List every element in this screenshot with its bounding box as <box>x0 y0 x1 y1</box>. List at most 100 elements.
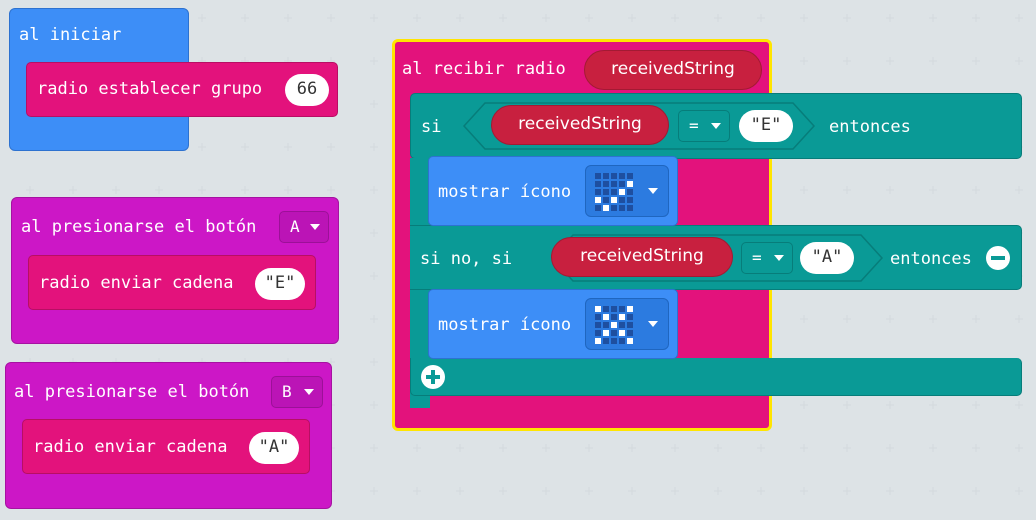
chevron-down-icon <box>648 188 658 194</box>
grid-mark <box>1015 444 1023 452</box>
show-icon-block-2[interactable]: mostrar ícono <box>428 289 678 359</box>
led-pixel <box>603 322 609 328</box>
led-pixel <box>611 205 617 211</box>
grid-mark <box>972 487 980 495</box>
operator-1-value: = <box>689 116 699 135</box>
then-label-2: entonces <box>890 249 972 269</box>
grid-mark <box>714 487 722 495</box>
on-start-label: al iniciar <box>19 25 122 45</box>
grid-mark <box>370 315 378 323</box>
grid-mark <box>542 487 550 495</box>
grid-mark <box>929 14 937 22</box>
yes-icon-dropdown[interactable] <box>585 165 669 217</box>
led-pixel <box>627 330 633 336</box>
grid-mark <box>843 487 851 495</box>
grid-mark <box>929 487 937 495</box>
led-pixel <box>619 205 625 211</box>
string-a-field[interactable]: "A" <box>249 432 299 464</box>
grid-mark <box>413 14 421 22</box>
grid-mark <box>155 186 163 194</box>
led-pixel <box>611 322 617 328</box>
grid-mark <box>929 444 937 452</box>
led-pixel <box>603 181 609 187</box>
grid-mark <box>929 57 937 65</box>
grid-mark <box>714 14 722 22</box>
grid-mark <box>585 444 593 452</box>
grid-mark <box>757 487 765 495</box>
led-pixel <box>627 181 633 187</box>
grid-mark <box>456 444 464 452</box>
button-b-dropdown[interactable]: B <box>271 376 323 408</box>
grid-mark <box>284 186 292 194</box>
grid-mark <box>800 401 808 409</box>
grid-mark <box>929 401 937 409</box>
grid-mark <box>542 14 550 22</box>
button-b-label: al presionarse el botón <box>14 382 250 402</box>
led-pixel <box>595 205 601 211</box>
operator-dropdown-1[interactable]: = <box>678 110 730 142</box>
grid-mark <box>585 14 593 22</box>
grid-mark <box>671 14 679 22</box>
yes-icon <box>594 172 634 212</box>
grid-mark <box>198 186 206 194</box>
grid-mark <box>800 315 808 323</box>
grid-mark <box>628 14 636 22</box>
grid-mark <box>972 315 980 323</box>
led-pixel <box>619 197 625 203</box>
grid-mark <box>929 315 937 323</box>
received-string-var-2[interactable]: receivedString <box>551 237 733 277</box>
no-icon-dropdown[interactable] <box>585 298 669 350</box>
led-pixel <box>619 181 625 187</box>
grid-mark <box>370 100 378 108</box>
led-pixel <box>611 197 617 203</box>
grid-mark <box>800 57 808 65</box>
led-pixel <box>611 314 617 320</box>
compare-string-a[interactable]: "A" <box>800 242 854 274</box>
button-a-value: A <box>290 217 300 236</box>
led-pixel <box>603 338 609 344</box>
grid-mark <box>800 186 808 194</box>
radio-send-a-block[interactable]: radio enviar cadena "A" <box>22 419 310 474</box>
chevron-down-icon <box>774 255 784 261</box>
show-icon-label-2: mostrar ícono <box>438 315 572 335</box>
led-pixel <box>627 205 633 211</box>
grid-mark <box>843 444 851 452</box>
send-a-label: radio enviar cadena <box>33 437 228 457</box>
grid-mark <box>499 444 507 452</box>
remove-else-if-icon[interactable] <box>986 246 1010 270</box>
led-pixel <box>603 173 609 179</box>
show-icon-block-1[interactable]: mostrar ícono <box>428 156 678 226</box>
led-pixel <box>627 173 633 179</box>
grid-mark <box>886 57 894 65</box>
received-string-param[interactable]: receivedString <box>584 50 762 90</box>
radio-set-group-block[interactable]: radio establecer grupo 66 <box>26 62 338 117</box>
grid-mark <box>284 143 292 151</box>
if-else-footer[interactable] <box>410 358 1022 396</box>
led-pixel <box>595 173 601 179</box>
led-pixel <box>595 197 601 203</box>
grid-mark <box>456 14 464 22</box>
led-pixel <box>595 322 601 328</box>
grid-mark <box>714 444 722 452</box>
chevron-down-icon <box>310 224 320 230</box>
send-e-label: radio enviar cadena <box>39 273 234 293</box>
group-number-field[interactable]: 66 <box>285 74 329 106</box>
led-pixel <box>627 189 633 195</box>
operator-dropdown-2[interactable]: = <box>741 242 793 274</box>
grid-mark <box>585 487 593 495</box>
add-else-if-icon[interactable] <box>421 365 445 389</box>
grid-mark <box>413 444 421 452</box>
received-string-var-1[interactable]: receivedString <box>491 105 669 145</box>
compare-string-e[interactable]: "E" <box>739 110 793 142</box>
grid-mark <box>327 143 335 151</box>
chevron-down-icon <box>711 123 721 129</box>
grid-mark <box>886 444 894 452</box>
led-pixel <box>603 189 609 195</box>
grid-mark <box>499 487 507 495</box>
string-e-field[interactable]: "E" <box>255 268 305 300</box>
grid-mark <box>370 358 378 366</box>
radio-send-e-block[interactable]: radio enviar cadena "E" <box>28 255 316 310</box>
grid-mark <box>886 315 894 323</box>
button-a-dropdown[interactable]: A <box>279 211 329 243</box>
grid-mark <box>843 14 851 22</box>
